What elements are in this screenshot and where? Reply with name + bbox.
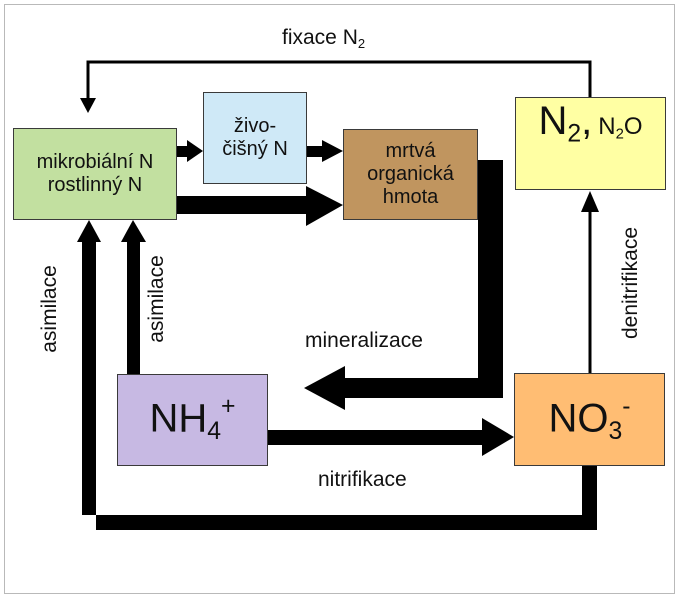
nitrification-label: nitrifikace <box>318 468 407 491</box>
denitrification-arrowhead <box>581 191 599 212</box>
n2o-formula: N2O <box>598 113 642 144</box>
assimilation-nh4-arrowhead <box>121 220 146 242</box>
dead-organic-label-line2: organická <box>367 163 454 185</box>
microbial-plant-n-box: mikrobiální N rostlinný N <box>13 128 177 220</box>
animal-to-dead-shaft <box>307 146 324 157</box>
assimilation-left-label: asimilace <box>38 265 61 353</box>
fixation-label-subscript: 2 <box>357 35 366 51</box>
mineralization-path <box>343 160 503 398</box>
n2-n2o-box: N2, N2O <box>515 97 666 190</box>
assimilation-right-label: asimilace <box>145 255 168 343</box>
micro-to-dead-shaft <box>177 196 310 214</box>
n2-subscript: 2 <box>567 120 582 148</box>
dead-organic-label-line3: hmota <box>382 186 439 208</box>
dead-organic-matter-box: mrtvá organická hmota <box>343 129 478 220</box>
mineralization-arrowhead <box>304 366 345 410</box>
micro-to-dead-arrowhead <box>306 186 343 226</box>
assimilation-no3-arrowhead <box>77 220 101 242</box>
assimilation-nh4-shaft <box>127 238 140 374</box>
plant-n-label: rostlinný N <box>47 174 143 196</box>
n2-separator: , <box>581 99 593 143</box>
nitrate-box: NO3- <box>514 373 665 466</box>
animal-n-box: živo- čišný N <box>203 92 307 184</box>
nitrification-arrowhead <box>482 418 514 456</box>
micro-to-animal-shaft <box>177 146 189 157</box>
n2o-symbol: N <box>598 113 616 140</box>
nitrate-subscript: 3 <box>608 417 623 445</box>
ammonium-symbol: NH <box>149 396 208 441</box>
denitrification-label: denitrifikace <box>619 226 642 340</box>
microbial-n-label: mikrobiální N <box>36 151 154 173</box>
nitrate-formula: NO3- <box>548 393 630 446</box>
fixation-label-text: fixace N <box>282 26 358 49</box>
fixation-arrowhead <box>80 98 96 113</box>
mineralization-label: mineralizace <box>305 329 423 352</box>
micro-to-animal-arrowhead <box>187 140 203 162</box>
nitrification-shaft <box>268 430 484 445</box>
ammonium-subscript: 4 <box>207 418 222 446</box>
ammonium-formula: NH4+ <box>149 393 235 446</box>
fixation-arrow-line <box>86 60 592 98</box>
animal-to-dead-arrowhead <box>322 140 343 162</box>
animal-n-label-line1: živo- <box>233 115 277 137</box>
fixation-label: fixace N2 <box>282 26 365 51</box>
diagram-frame <box>4 4 675 594</box>
nitrate-symbol: NO <box>548 396 609 441</box>
n2-formula: N2, <box>538 98 592 149</box>
ammonium-box: NH4+ <box>117 374 268 466</box>
n2-symbol: N <box>538 99 568 143</box>
dead-organic-label-line1: mrtvá <box>385 140 436 162</box>
animal-n-label-line2: čišný N <box>222 138 288 160</box>
n2o-tail: O <box>623 113 643 140</box>
n2o-subscript: 2 <box>615 126 624 143</box>
ammonium-charge: + <box>221 393 236 421</box>
nitrate-charge: - <box>622 392 631 420</box>
